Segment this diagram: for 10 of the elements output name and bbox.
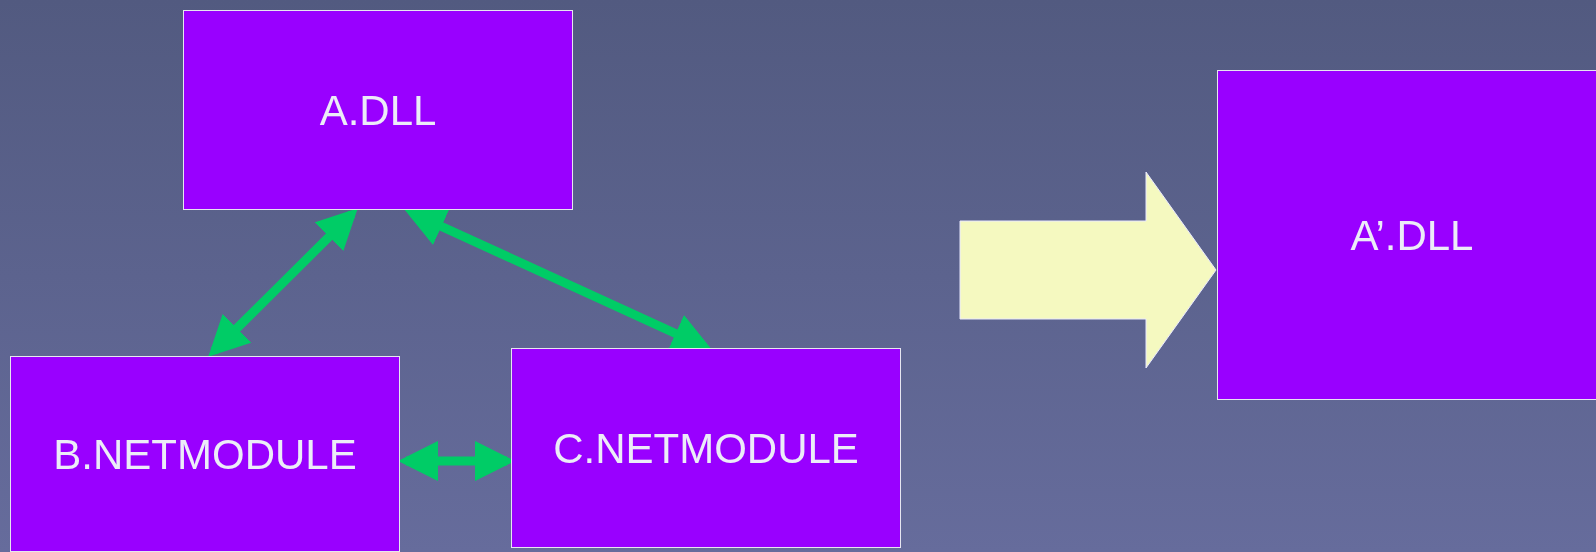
module-box <box>10 356 400 552</box>
module-name: A’.DLL <box>1350 210 1474 261</box>
module-name: A.DLL <box>319 85 437 136</box>
module-box <box>511 348 901 548</box>
double-arrow <box>208 208 358 357</box>
module-box <box>1217 70 1596 400</box>
module-name: C.NETMODULE <box>553 423 859 474</box>
module-box <box>183 10 573 210</box>
module-name: B.NETMODULE <box>53 429 357 480</box>
block-arrow <box>959 171 1217 369</box>
